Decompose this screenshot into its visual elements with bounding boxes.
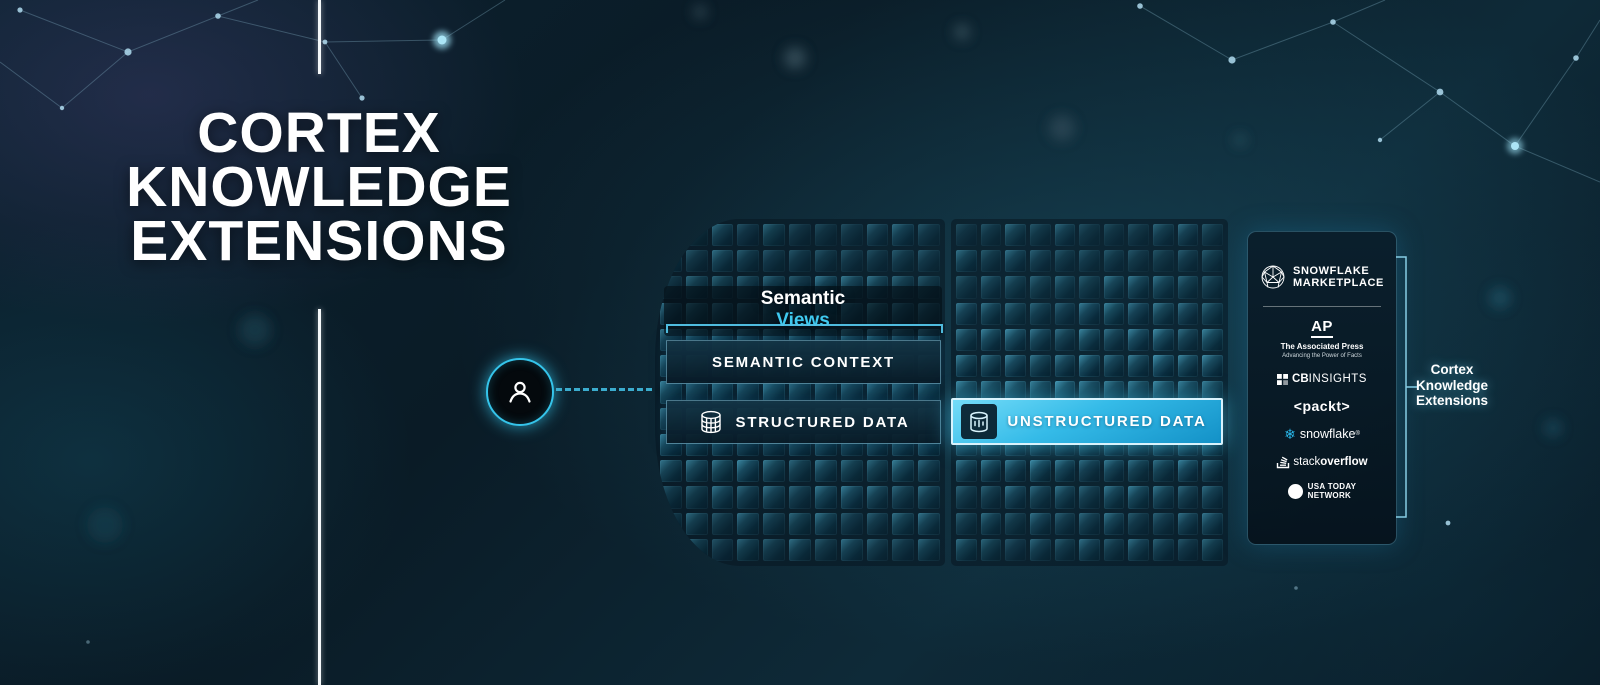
usa-today-wordmark: USA TODAY NETWORK <box>1308 482 1357 500</box>
partner-logo-snowflake: ❄ snowflake ® <box>1284 427 1360 441</box>
snowflake-wordmark: snowflake <box>1299 427 1356 441</box>
callout-line2: Knowledge <box>1415 377 1488 393</box>
callout-line1: Cortex <box>1430 362 1474 377</box>
snowflake-marketplace-panel: SNOWFLAKE MARKETPLACE AP The Associated … <box>1247 231 1397 545</box>
cb-insights-icon <box>1277 373 1289 385</box>
structured-data-label: STRUCTURED DATA <box>735 413 910 431</box>
semantic-views-label-line1: Semantic <box>760 288 846 309</box>
partner-logo-packt: <packt> <box>1294 398 1350 414</box>
cb-insights-light: INSIGHTS <box>1308 373 1367 385</box>
semantic-views-backdrop <box>664 286 942 336</box>
marketplace-wordmark-line2: MARKETPLACE <box>1293 277 1384 289</box>
marketplace-wordmark: SNOWFLAKE MARKETPLACE <box>1293 265 1384 289</box>
dashed-connector <box>556 388 652 391</box>
database-audio-icon <box>970 411 988 432</box>
partner-logo-usa-today: USA TODAY NETWORK <box>1287 482 1357 500</box>
stack-overflow-regular: stack <box>1293 455 1321 468</box>
stack-overflow-icon <box>1277 456 1290 469</box>
divider-line-bottom <box>318 309 321 685</box>
page-title-line1: CORTEX <box>197 101 441 165</box>
cb-insights-bold: CB <box>1292 373 1309 385</box>
unstructured-data-label: UNSTRUCTURED DATA <box>1007 413 1207 430</box>
divider-line-top <box>318 0 321 74</box>
usa-today-icon <box>1287 483 1303 499</box>
snowflake-marketplace-logo: SNOWFLAKE MARKETPLACE <box>1260 264 1384 290</box>
database-grid-icon <box>700 410 721 434</box>
ap-name: The Associated Press <box>1280 342 1364 351</box>
marketplace-wordmark-line1: SNOWFLAKE <box>1293 265 1370 277</box>
unstructured-data-bar: UNSTRUCTURED DATA <box>951 398 1223 445</box>
callout-bracket <box>1396 256 1417 518</box>
stack-overflow-bold: overflow <box>1320 455 1368 468</box>
usa-today-line1: USA TODAY <box>1307 482 1357 491</box>
marketplace-globe-icon <box>1261 265 1285 289</box>
packt-wordmark: <packt> <box>1293 398 1351 414</box>
data-grid-right <box>951 219 1228 566</box>
page-title: CORTEX KNOWLEDGE EXTENSIONS <box>95 101 543 273</box>
semantic-views-bracket <box>666 324 943 333</box>
partner-logo-cb-insights: CB INSIGHTS <box>1277 373 1367 385</box>
callout-line3: Extensions <box>1415 393 1489 408</box>
snowflake-registered-mark: ® <box>1355 431 1360 437</box>
ap-tagline: Advancing the Power of Facts <box>1282 353 1362 359</box>
snowflake-icon: ❄ <box>1284 426 1296 442</box>
structured-data-bar: STRUCTURED DATA <box>666 400 941 444</box>
marketplace-divider <box>1263 306 1381 307</box>
page-title-line3: EXTENSIONS <box>130 209 508 273</box>
page-title-line2: KNOWLEDGE <box>126 155 512 219</box>
partner-logo-ap: AP The Associated Press Advancing the Po… <box>1281 319 1364 359</box>
person-icon <box>509 381 531 403</box>
data-grid-left <box>655 219 945 566</box>
semantic-context-label: SEMANTIC CONTEXT <box>712 353 895 371</box>
database-audio-iconbox <box>961 404 997 439</box>
semantic-context-bar: SEMANTIC CONTEXT <box>666 340 941 384</box>
callout-label: Cortex Knowledge Extensions <box>1408 362 1496 409</box>
user-node <box>486 358 554 426</box>
ap-abbr: AP <box>1311 319 1333 338</box>
usa-today-line2: NETWORK <box>1307 491 1352 500</box>
